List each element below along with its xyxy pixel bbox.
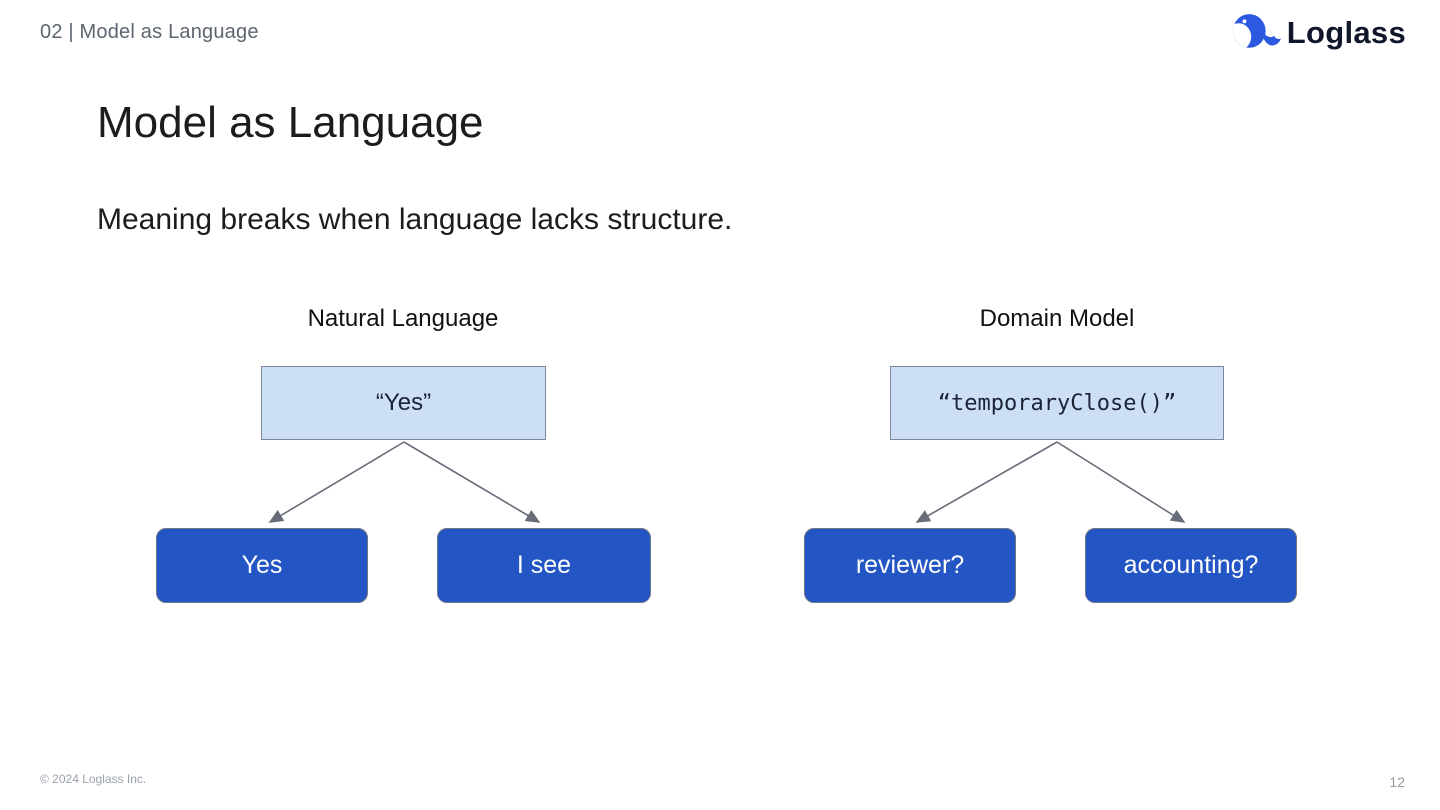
slide-subtitle: Meaning breaks when language lacks struc… [97,203,733,236]
page-title: Model as Language [97,98,484,147]
breadcrumb: 02 | Model as Language [40,21,259,43]
whale-icon [1231,8,1281,57]
child-box-label: reviewer? [855,551,965,579]
natural-language-child-box: Yes [156,528,368,603]
child-box-label: Yes [241,551,283,579]
page-number: 12 [1389,774,1405,790]
domain-model-child-box: reviewer? [804,528,1016,603]
diagram-heading-domain-model: Domain Model [979,305,1135,332]
child-box-label: accounting? [1123,551,1259,579]
domain-model-parent-box: “temporaryClose()” [890,366,1224,440]
natural-language-parent-box: “Yes” [261,366,546,440]
parent-box-label: “temporaryClose()” [937,390,1177,416]
diagram-heading-natural-language: Natural Language [307,305,499,332]
natural-language-child-box: I see [437,528,651,603]
logo-wordmark: Loglass [1286,14,1406,50]
copyright-text: © 2024 Loglass Inc. [40,772,147,786]
logo: Loglass [1231,8,1406,57]
child-box-label: I see [516,551,572,579]
domain-model-child-box: accounting? [1085,528,1297,603]
parent-box-label: “Yes” [375,389,432,416]
